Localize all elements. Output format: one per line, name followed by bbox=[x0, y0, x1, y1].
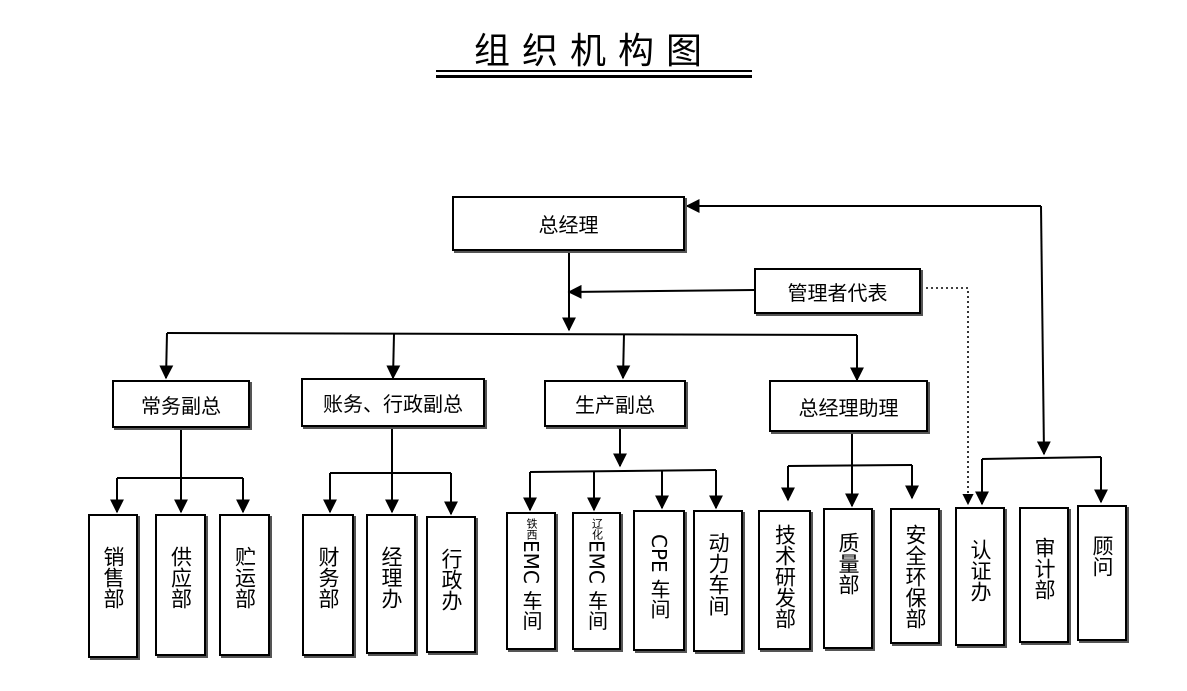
box-tech-rd: 技术研发部 bbox=[758, 510, 811, 650]
label-emc-liaohua: 辽化EMC 车间 bbox=[585, 518, 609, 630]
box-sales: 销售部 bbox=[88, 514, 138, 658]
label-vp-finance-admin: 账务、行政副总 bbox=[323, 392, 463, 416]
label-supply: 供应部 bbox=[168, 546, 193, 609]
label-emc-tiexi-prefix: 铁西 bbox=[525, 518, 538, 540]
box-vp-production: 生产副总 bbox=[544, 380, 686, 427]
box-quality: 质量部 bbox=[823, 508, 873, 649]
right-link-vertical bbox=[1036, 205, 1051, 456]
label-sales: 销售部 bbox=[101, 546, 125, 609]
box-vp-finance-admin: 账务、行政副总 bbox=[301, 378, 485, 427]
gm-assistant-bar bbox=[787, 464, 913, 467]
label-audit: 审计部 bbox=[1032, 537, 1056, 600]
box-gm-assistant: 总经理助理 bbox=[769, 380, 928, 432]
box-general-manager: 总经理 bbox=[452, 196, 685, 251]
label-vp-production: 生产副总 bbox=[575, 393, 655, 417]
box-safety-env: 安全环保部 bbox=[890, 508, 940, 644]
mgmt-rep-arrow bbox=[567, 284, 755, 299]
label-certification: 认证办 bbox=[968, 539, 992, 602]
cert-group-bar bbox=[981, 456, 1102, 460]
box-advisor: 顾问 bbox=[1077, 505, 1127, 641]
label-advisor: 顾问 bbox=[1090, 535, 1114, 577]
label-gm-assistant: 总经理助理 bbox=[798, 395, 899, 420]
label-quality: 质量部 bbox=[836, 532, 860, 595]
box-certification: 认证办 bbox=[955, 507, 1005, 646]
title-underline-thick bbox=[436, 75, 752, 78]
label-emc-liaohua-prefix: 辽化 bbox=[590, 518, 604, 540]
box-logistics: 贮运部 bbox=[219, 514, 270, 656]
box-audit: 审计部 bbox=[1019, 507, 1069, 643]
label-manager-office: 经理办 bbox=[379, 546, 403, 609]
arrow-to-vp-production bbox=[616, 333, 631, 380]
box-finance: 财务部 bbox=[302, 514, 354, 656]
label-logistics: 贮运部 bbox=[232, 546, 257, 609]
box-power: 动力车间 bbox=[693, 510, 743, 652]
dotted-link-certification bbox=[921, 287, 974, 506]
box-emc-tiexi: 铁西EMC 车间 bbox=[506, 512, 556, 650]
vp-branch-line bbox=[166, 332, 858, 336]
label-cpe: CPE 车间 bbox=[647, 534, 671, 620]
vp-production-bar bbox=[529, 469, 717, 473]
title-underline bbox=[436, 70, 752, 72]
label-emc-liaohua-main: EMC 车间 bbox=[584, 540, 609, 631]
arrow-to-vp-general bbox=[159, 332, 174, 380]
label-emc-tiexi: 铁西EMC 车间 bbox=[519, 518, 543, 630]
label-admin-office: 行政办 bbox=[439, 548, 463, 611]
label-general-manager: 总经理 bbox=[538, 213, 599, 237]
chart-title: 组织机构图 bbox=[473, 31, 714, 72]
box-emc-liaohua: 辽化EMC 车间 bbox=[572, 512, 621, 650]
label-vp-general: 常务副总 bbox=[141, 393, 221, 418]
arrow-to-vp-finance bbox=[386, 333, 401, 380]
label-emc-tiexi-main: EMC 车间 bbox=[519, 540, 543, 631]
box-admin-office: 行政办 bbox=[426, 516, 476, 653]
label-finance: 财务部 bbox=[316, 546, 340, 609]
box-management-rep: 管理者代表 bbox=[754, 268, 921, 314]
label-safety-env: 安全环保部 bbox=[903, 524, 927, 629]
label-tech-rd: 技术研发部 bbox=[772, 524, 797, 629]
label-management-rep: 管理者代表 bbox=[787, 280, 888, 305]
box-manager-office: 经理办 bbox=[366, 514, 416, 654]
box-cpe: CPE 车间 bbox=[633, 510, 685, 651]
label-power: 动力车间 bbox=[706, 532, 730, 616]
box-vp-general: 常务副总 bbox=[112, 380, 250, 428]
box-supply: 供应部 bbox=[155, 514, 206, 656]
